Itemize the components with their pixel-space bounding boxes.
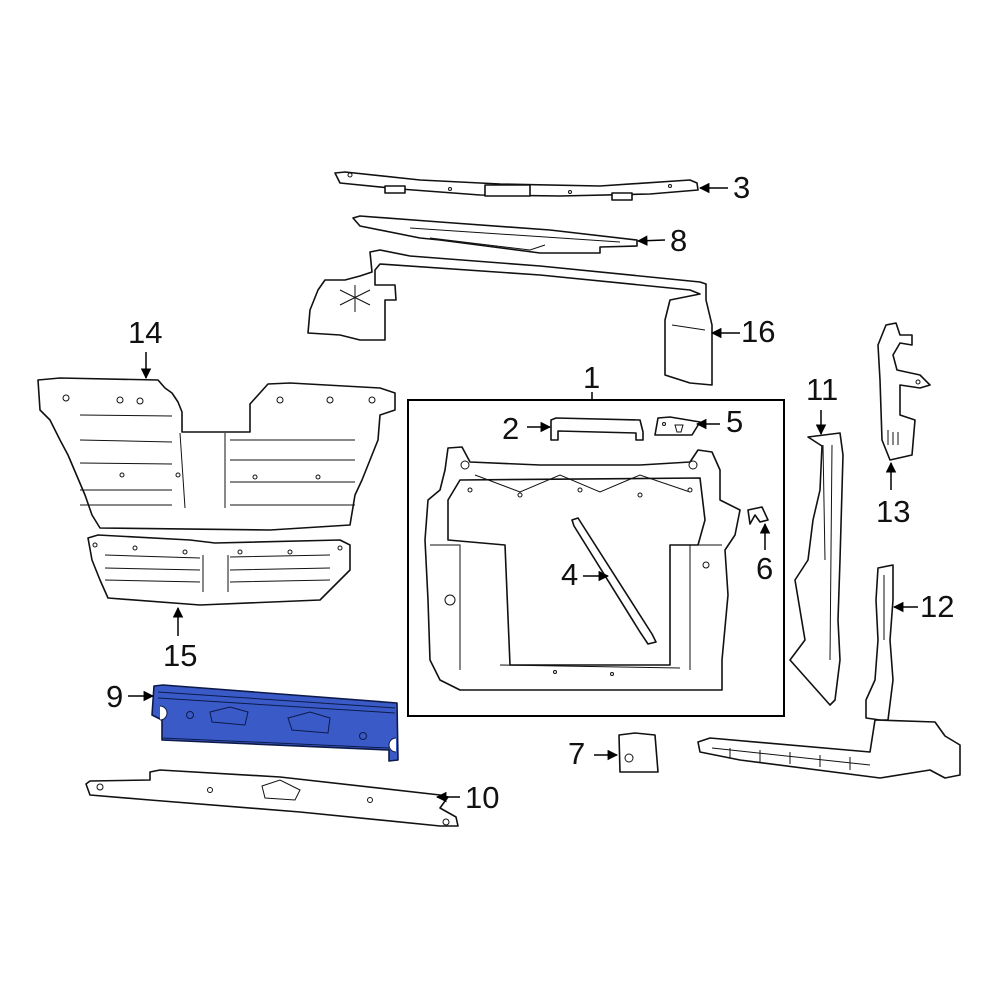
part-3-upper-tie-bar[interactable] — [334, 171, 699, 201]
callout-13[interactable]: 13 — [876, 494, 911, 529]
callout-15[interactable]: 15 — [163, 638, 198, 673]
part-16-air-deflector-bracket[interactable] — [307, 249, 713, 386]
part-14-grille-shutter-assembly[interactable] — [37, 377, 396, 531]
callout-16[interactable]: 16 — [741, 314, 776, 349]
part-8-upper-seal[interactable] — [352, 215, 638, 254]
part-6-clip[interactable] — [747, 506, 769, 525]
part-9-lower-tie-bar-highlighted[interactable] — [151, 684, 399, 762]
callout-5[interactable]: 5 — [726, 404, 744, 439]
callout-4[interactable]: 4 — [561, 557, 579, 592]
callout-6[interactable]: 6 — [756, 551, 774, 586]
callout-9[interactable]: 9 — [106, 679, 124, 714]
callout-2[interactable]: 2 — [502, 411, 520, 446]
part-12-side-seal[interactable] — [865, 564, 894, 721]
callout-14[interactable]: 14 — [128, 315, 163, 350]
part-1-radiator-support[interactable] — [424, 446, 741, 691]
part-10-lower-air-deflector[interactable] — [85, 769, 459, 827]
part-5-clip[interactable] — [654, 416, 701, 436]
part-2-bracket[interactable] — [550, 417, 644, 441]
part-4-brace[interactable] — [571, 517, 657, 645]
callout-10[interactable]: 10 — [465, 780, 500, 815]
callout-8[interactable]: 8 — [670, 223, 688, 258]
leader-lines — [128, 182, 918, 803]
callout-7[interactable]: 7 — [568, 736, 586, 771]
callout-1[interactable]: 1 — [583, 360, 601, 395]
part-13-bracket[interactable] — [877, 322, 931, 461]
callout-12[interactable]: 12 — [920, 589, 955, 624]
part-11-side-deflector[interactable] — [789, 432, 844, 706]
part-7-seal-block[interactable] — [618, 732, 659, 773]
part-15-lower-grille-shutter[interactable] — [87, 534, 351, 606]
callout-3[interactable]: 3 — [733, 170, 751, 205]
callout-11[interactable]: 11 — [806, 372, 839, 407]
part-lower-side-rail[interactable] — [697, 719, 961, 779]
radiator-support-group-box — [407, 399, 785, 717]
